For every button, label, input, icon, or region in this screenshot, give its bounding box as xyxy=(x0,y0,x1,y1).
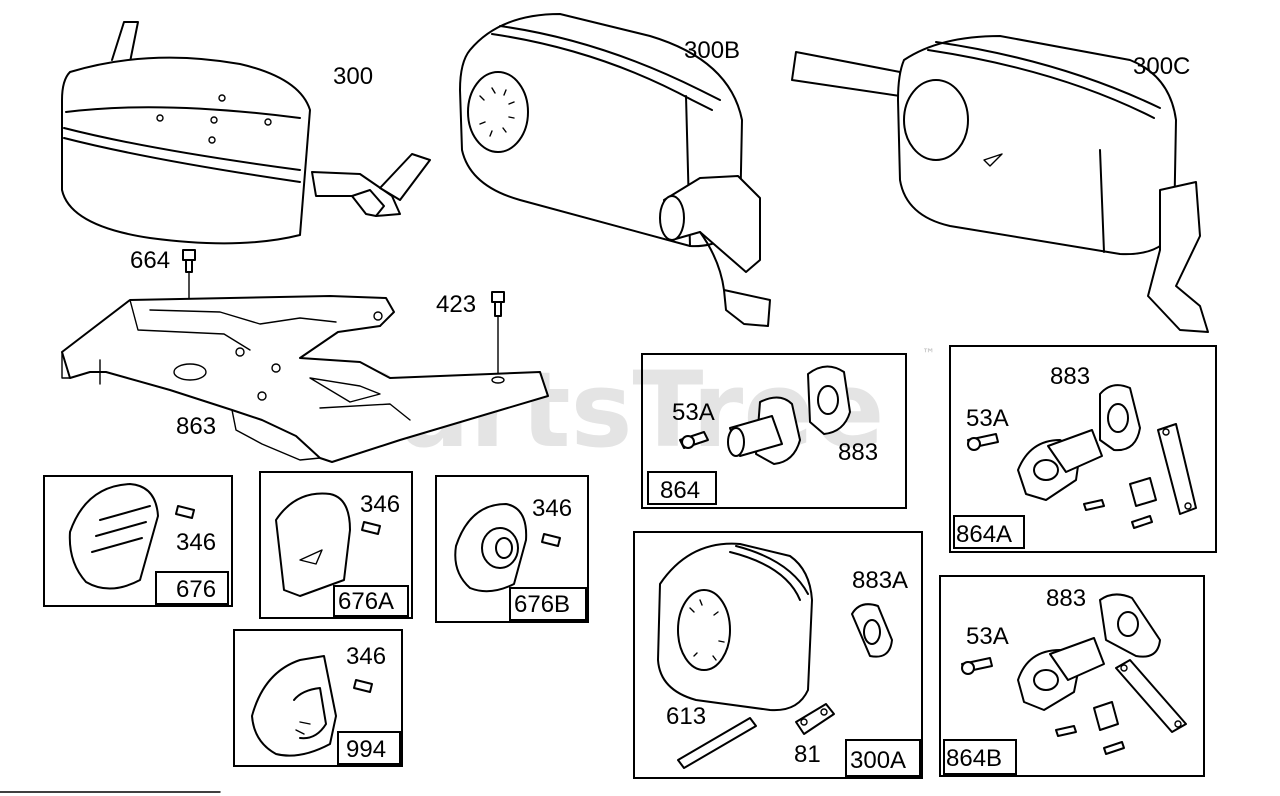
box-676a-frame xyxy=(259,471,413,619)
box-676b-label: 676B xyxy=(514,591,570,618)
box-994-label-frame xyxy=(337,731,401,765)
muffler-300b-drawing[interactable] xyxy=(459,13,771,327)
callout-300c: 300C xyxy=(1133,53,1190,80)
box-864b-label-frame xyxy=(943,739,1017,775)
box-864b-label: 864B xyxy=(946,745,1002,772)
callout-883-864: 883 xyxy=(838,439,878,466)
box-676a-label: 676A xyxy=(338,588,394,615)
callout-883a: 883A xyxy=(852,567,908,594)
box-994-label: 994 xyxy=(346,736,386,763)
callout-613: 613 xyxy=(666,703,706,730)
muffler-300a-drawing[interactable] xyxy=(657,542,893,769)
screw-423-drawing[interactable] xyxy=(491,291,505,377)
callout-346-994: 346 xyxy=(346,643,386,670)
box-994-frame xyxy=(233,629,403,767)
callout-883-864a: 883 xyxy=(1050,363,1090,390)
box-864-label-frame xyxy=(647,471,717,505)
callout-300: 300 xyxy=(333,63,373,90)
callout-863: 863 xyxy=(176,413,216,440)
box-864a-label: 864A xyxy=(956,521,1012,548)
muffler-300-drawing[interactable] xyxy=(61,21,431,245)
box-864-frame xyxy=(641,353,907,509)
box-864b-frame xyxy=(939,575,1205,777)
callout-346-676a: 346 xyxy=(360,491,400,518)
callout-53a-864a: 53A xyxy=(966,405,1009,432)
plate-863-drawing[interactable] xyxy=(61,295,549,463)
box-864-label: 864 xyxy=(660,477,700,504)
guard-676-drawing[interactable] xyxy=(68,483,195,590)
callout-300b: 300B xyxy=(684,37,740,64)
muffler-300c-drawing[interactable] xyxy=(791,35,1209,333)
guard-676a-drawing[interactable] xyxy=(275,492,381,597)
adapter-864a-drawing[interactable] xyxy=(967,384,1197,529)
box-676-label: 676 xyxy=(176,576,216,603)
box-864a-frame xyxy=(949,345,1217,553)
box-300a-frame xyxy=(633,531,923,779)
adapter-864b-drawing[interactable] xyxy=(961,593,1187,755)
box-676-label-frame xyxy=(155,571,229,605)
box-864a-label-frame xyxy=(953,515,1025,549)
callout-53a-864b: 53A xyxy=(966,623,1009,650)
callout-883-864b: 883 xyxy=(1046,585,1086,612)
box-300a-label-frame xyxy=(845,739,921,777)
box-676b-frame xyxy=(435,475,589,623)
box-676a-label-frame xyxy=(333,585,409,617)
callout-346-676b: 346 xyxy=(532,495,572,522)
box-676b-label-frame xyxy=(509,587,587,621)
callout-423: 423 xyxy=(436,291,476,318)
guard-676b-drawing[interactable] xyxy=(454,503,561,593)
callout-346-676: 346 xyxy=(176,529,216,556)
callout-664: 664 xyxy=(130,247,170,274)
watermark-trademark: ™ xyxy=(922,347,935,362)
adapter-864-drawing[interactable] xyxy=(679,365,851,465)
box-676-frame xyxy=(43,475,233,607)
callout-53a-864: 53A xyxy=(672,399,715,426)
guard-994-drawing[interactable] xyxy=(251,655,373,757)
callout-81: 81 xyxy=(794,741,821,768)
box-300a-label: 300A xyxy=(850,747,906,774)
